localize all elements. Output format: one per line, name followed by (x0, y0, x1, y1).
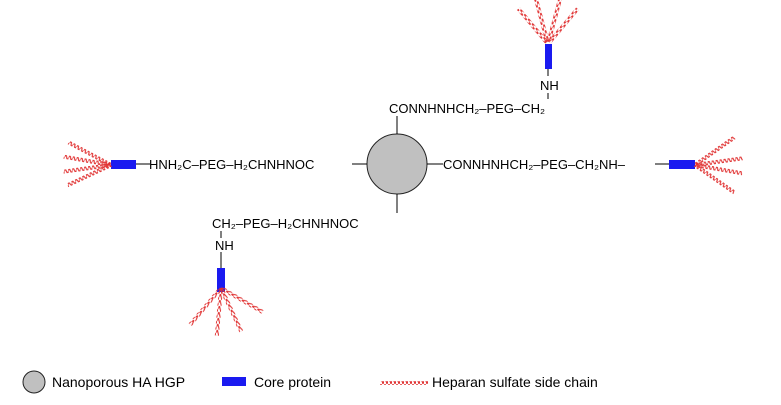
core-protein-top (545, 44, 552, 69)
right-arm-label: CONNHNHCH₂–PEG–CH₂NH– (443, 157, 626, 172)
core-protein-left (111, 160, 136, 169)
top-arm-nh: NH (540, 78, 559, 93)
core-protein-right (669, 160, 695, 169)
heparan-chains-bottom (188, 286, 264, 336)
heparan-chains-top (516, 0, 580, 44)
legend: Nanoporous HA HGP Core protein Heparan s… (22, 370, 598, 394)
top-arm-label: CONNHNHCH₂–PEG–CH₂ (389, 101, 545, 116)
left-arm-label: HNH₂C–PEG–H₂CHNHNOC (149, 157, 314, 172)
bottom-arm-label: CH₂–PEG–H₂CHNHNOC (212, 216, 359, 231)
particle-bonds (352, 116, 443, 213)
nanoporous-ha-particle (366, 133, 428, 195)
legend-core-protein-icon (222, 377, 246, 386)
heparan-chains-right (693, 135, 743, 195)
legend-core-protein-label: Core protein (254, 374, 331, 390)
bottom-arm-nh: NH (215, 238, 234, 253)
legend-heparan-label: Heparan sulfate side chain (432, 374, 598, 390)
legend-particle-icon (22, 370, 46, 394)
legend-particle-label: Nanoporous HA HGP (52, 374, 185, 390)
heparan-chains-left (63, 140, 112, 188)
core-protein-bottom (217, 268, 225, 292)
legend-heparan-icon (380, 381, 428, 385)
